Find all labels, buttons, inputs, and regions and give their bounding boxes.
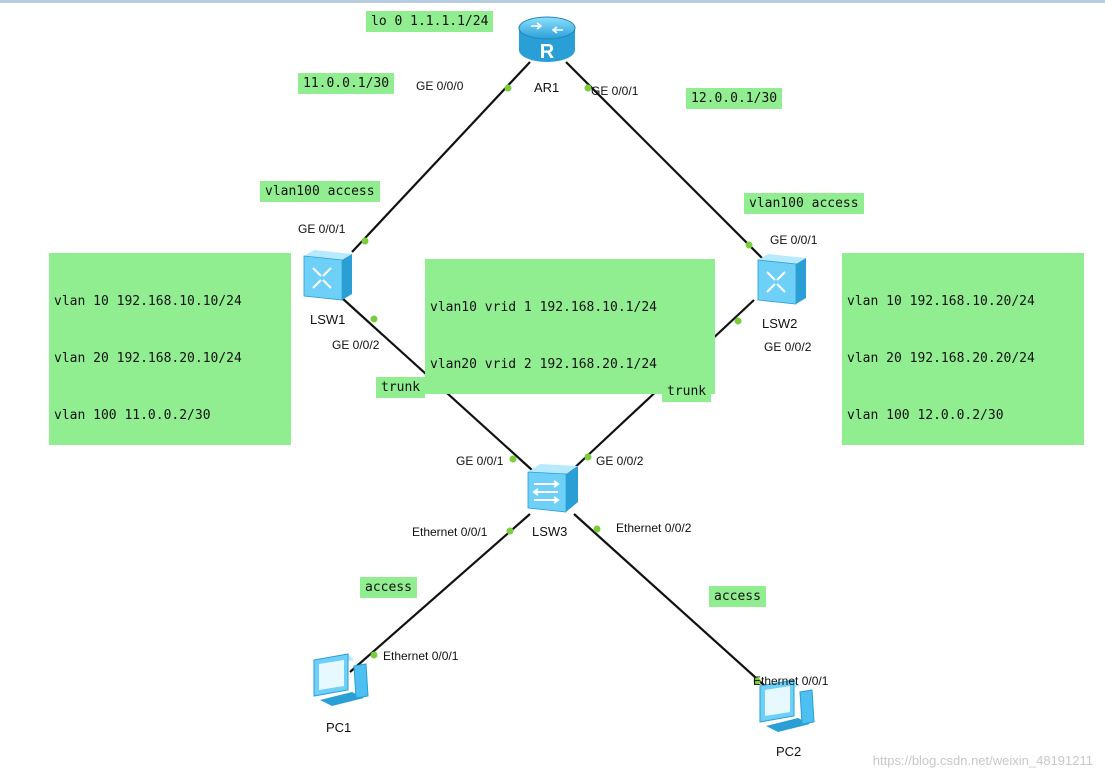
port-dot-lsw3-eth002	[593, 525, 601, 533]
pc-icon	[313, 653, 369, 706]
port-dot-lsw3-ge001	[509, 455, 517, 463]
switch-icon	[527, 464, 578, 513]
pc-pc2[interactable]	[754, 678, 820, 740]
port-dot-ar1-ge000	[504, 84, 512, 92]
note-loopback: lo 0 1.1.1.1/24	[366, 11, 494, 32]
note-ar1-right-ip: 12.0.0.1/30	[686, 88, 783, 109]
note-lsw2-config: vlan 10 192.168.10.20/24 vlan 20 192.168…	[842, 253, 1084, 445]
port-label-pc2-eth: Ethernet 0/0/1	[753, 674, 829, 688]
pc-icon	[759, 679, 815, 732]
note-access-right: access	[709, 586, 766, 607]
note-lsw1-config: vlan 10 192.168.10.10/24 vlan 20 192.168…	[49, 253, 291, 445]
port-label-lsw3-ge001: GE 0/0/1	[456, 454, 504, 468]
note-lsw2-config-line: vlan 20 192.168.20.20/24	[847, 351, 1035, 366]
device-label-ar1: AR1	[534, 80, 560, 95]
port-label-lsw2-ge002: GE 0/0/2	[764, 340, 812, 354]
window-top-border	[0, 0, 1105, 3]
note-lsw2-uplink-mode: vlan100 access	[744, 193, 864, 214]
note-access-left: access	[360, 577, 417, 598]
device-label-lsw1: LSW1	[310, 312, 346, 327]
port-dot-lsw3-eth001	[506, 527, 514, 535]
port-label-pc1-eth: Ethernet 0/0/1	[383, 649, 459, 663]
port-label-lsw1-ge001: GE 0/0/1	[298, 222, 346, 236]
device-label-pc1: PC1	[326, 720, 352, 735]
port-label-lsw3-eth001: Ethernet 0/0/1	[412, 525, 488, 539]
port-dot-lsw2-ge002	[734, 317, 742, 325]
note-lsw1-config-line: vlan 10 192.168.10.10/24	[54, 294, 242, 309]
note-ar1-left-ip: 11.0.0.1/30	[298, 73, 395, 94]
port-dot-lsw3-ge002	[584, 453, 592, 461]
link-lsw3-pc1	[349, 513, 531, 673]
note-vrrp-config: vlan10 vrid 1 192.168.10.1/24 vlan20 vri…	[425, 259, 715, 394]
watermark: https://blog.csdn.net/weixin_48191211	[872, 753, 1093, 768]
switch-lsw1[interactable]	[300, 248, 354, 302]
note-lsw2-config-line: vlan 10 192.168.10.20/24	[847, 294, 1035, 309]
switch-lsw2[interactable]	[754, 252, 808, 306]
port-label-lsw3-ge002: GE 0/0/2	[596, 454, 644, 468]
note-lsw1-uplink-mode: vlan100 access	[260, 181, 380, 202]
note-lsw2-config-line: vlan 100 12.0.0.2/30	[847, 408, 1004, 423]
port-dot-lsw1-ge002	[370, 315, 378, 323]
switch-icon	[303, 250, 352, 301]
port-label-ar1-ge000: GE 0/0/0	[416, 79, 464, 93]
note-vrrp-config-line: vlan10 vrid 1 192.168.10.1/24	[430, 300, 657, 315]
router-icon: R	[518, 16, 576, 63]
port-label-lsw1-ge002: GE 0/0/2	[332, 338, 380, 352]
note-lsw1-config-line: vlan 100 11.0.0.2/30	[54, 408, 211, 423]
switch-lsw3[interactable]	[524, 462, 580, 514]
device-label-lsw3: LSW3	[532, 524, 568, 539]
link-ar1-lsw2	[565, 61, 763, 259]
port-label-ar1-ge001: GE 0/0/1	[591, 84, 639, 98]
switch-icon	[757, 254, 806, 305]
link-ar1-lsw1	[351, 61, 531, 253]
note-trunk-left: trunk	[376, 377, 426, 398]
note-vrrp-config-line: vlan20 vrid 2 192.168.20.1/24	[430, 357, 657, 372]
note-trunk-right: trunk	[662, 381, 712, 402]
port-dot-pc1	[370, 651, 378, 659]
port-dot-lsw2-ge001	[745, 241, 753, 249]
port-dot-lsw1-ge001	[361, 237, 369, 245]
device-label-pc2: PC2	[776, 744, 802, 759]
link-lsw3-pc2	[573, 513, 777, 697]
note-lsw1-config-line: vlan 20 192.168.20.10/24	[54, 351, 242, 366]
port-label-lsw3-eth002: Ethernet 0/0/2	[616, 521, 692, 535]
port-label-lsw2-ge001: GE 0/0/1	[770, 233, 818, 247]
pc-pc1[interactable]	[308, 652, 374, 714]
svg-text:R: R	[540, 41, 555, 63]
port-dot-pc2	[753, 677, 761, 685]
device-label-lsw2: LSW2	[762, 316, 798, 331]
router-ar1[interactable]: R	[515, 14, 579, 66]
port-dot-ar1-ge001	[584, 84, 592, 92]
